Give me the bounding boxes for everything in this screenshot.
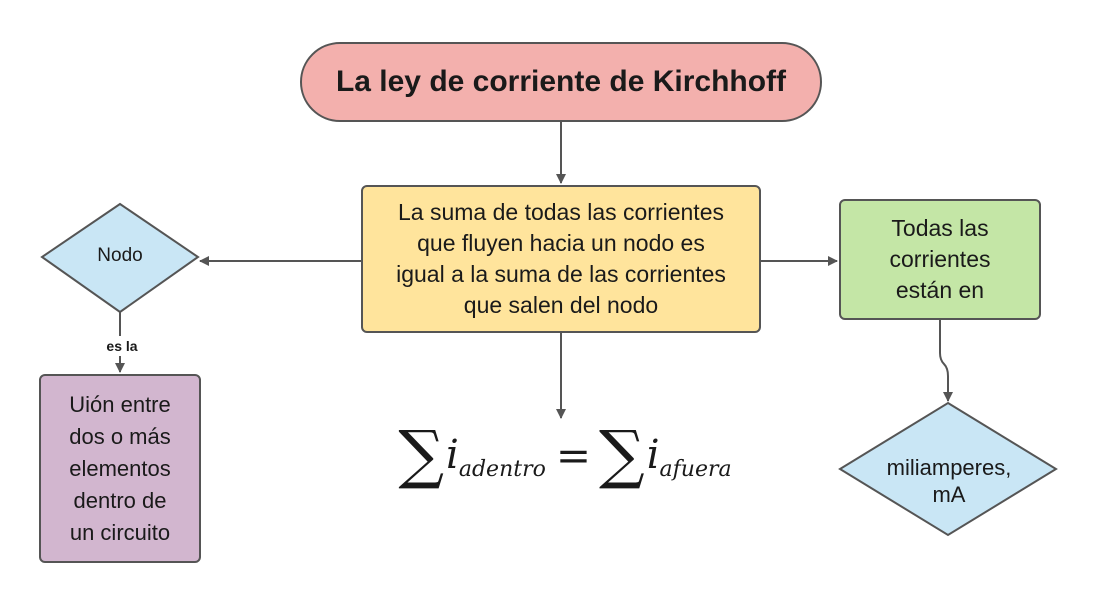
equals-sign: = [555, 430, 592, 480]
union-line: dos o más [69, 423, 171, 449]
miliamperes-line: mA [932, 482, 966, 507]
miliamperes-line: miliamperes, [886, 455, 1012, 480]
definition-box: La suma de todas las corrientes que fluy… [361, 185, 761, 333]
currents-line: corrientes [889, 246, 991, 272]
miliamperes-label: miliamperes, mA [860, 446, 1038, 516]
definition-line: La suma de todas las corrientes [397, 199, 724, 225]
subscript-afuera: afuera [659, 456, 732, 482]
definition-line: que fluyen hacia un nodo es [417, 230, 705, 256]
current-variable-left: i [446, 432, 459, 478]
definition-line: igual a la suma de las corrientes [396, 261, 726, 287]
union-line: un circuito [69, 519, 171, 545]
arrow-right-box-to-diamond [939, 320, 953, 402]
nodo-label: Nodo [97, 245, 143, 266]
union-line: dentro de [73, 487, 167, 513]
sum-symbol-right: ∑ [599, 418, 645, 492]
subscript-adentro: adentro [458, 456, 546, 482]
title-text: La ley de corriente de Kirchhoff [335, 65, 787, 98]
union-line: elementos [69, 455, 171, 481]
currents-line: están en [895, 277, 985, 303]
current-variable-right: i [646, 432, 660, 478]
union-line: Uión entre [69, 391, 171, 417]
miliamperes-diamond [838, 401, 1058, 537]
union-box: Uión entre dos o más elementos dentro de… [39, 374, 201, 563]
edge-label-es-la: es la [96, 336, 148, 356]
currents-line: Todas las [891, 215, 989, 241]
kcl-formula: ∑ i adentro = ∑ i afuera [375, 410, 755, 500]
sum-symbol-left: ∑ [398, 418, 445, 492]
currents-box: Todas las corrientes están en [839, 199, 1041, 320]
title-node: La ley de corriente de Kirchhoff [300, 42, 822, 122]
definition-line: que salen del nodo [463, 292, 659, 318]
